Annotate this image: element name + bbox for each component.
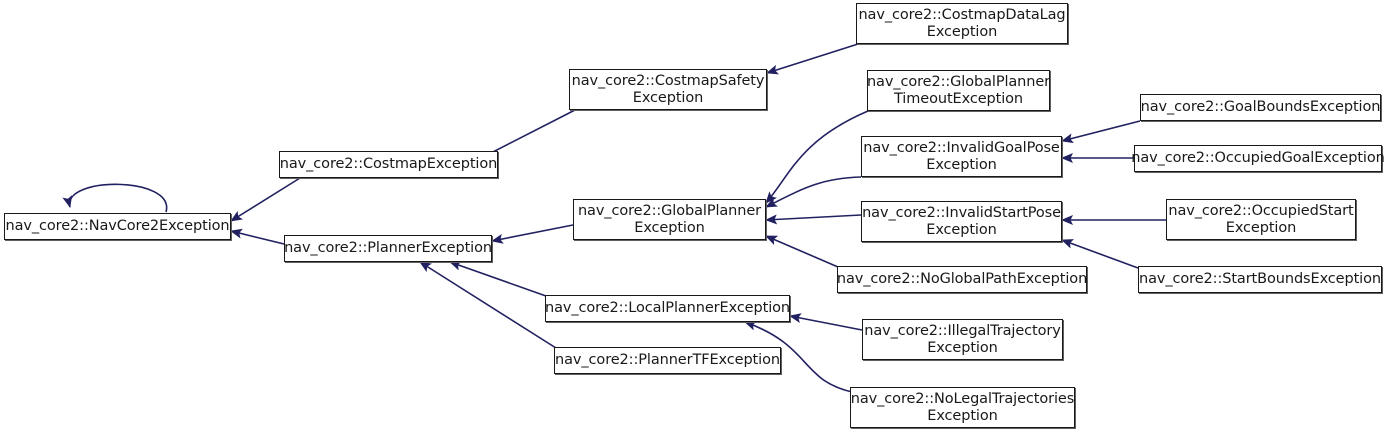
node-localplanner[interactable]: nav_core2::LocalPlannerException: [545, 295, 790, 322]
edge: [744, 321, 853, 393]
node-goalbounds[interactable]: nav_core2::GoalBoundsException: [1140, 94, 1381, 121]
node-globalplannertimeout[interactable]: nav_core2::GlobalPlanner TimeoutExceptio…: [867, 70, 1050, 111]
edge: [62, 183, 168, 213]
edge: [765, 110, 869, 204]
edge: [230, 228, 285, 245]
edge: [765, 235, 839, 268]
edge: [449, 260, 547, 297]
node-startbounds[interactable]: nav_core2::StartBoundsException: [1138, 266, 1382, 293]
node-invalidgoalpose[interactable]: nav_core2::InvalidGoalPose Exception: [861, 136, 1062, 177]
edge: [419, 261, 557, 349]
node-navcore2[interactable]: nav_core2::NavCore2Exception: [4, 213, 231, 240]
edge: [1061, 120, 1141, 144]
node-costmap[interactable]: nav_core2::CostmapException: [279, 151, 498, 178]
edge: [766, 43, 859, 75]
edge: [230, 177, 301, 222]
edge: [765, 176, 862, 208]
node-planner[interactable]: nav_core2::PlannerException: [284, 235, 492, 262]
node-plannertf[interactable]: nav_core2::PlannerTFException: [554, 347, 781, 374]
node-occupiedstart[interactable]: nav_core2::OccupiedStart Exception: [1166, 199, 1356, 240]
edge: [491, 224, 574, 244]
node-costmapdatalag[interactable]: nav_core2::CostmapDataLag Exception: [856, 3, 1068, 44]
node-invalidstartpose[interactable]: nav_core2::InvalidStartPose Exception: [861, 201, 1062, 242]
edge: [1061, 239, 1139, 269]
edge: [765, 214, 862, 225]
node-illegaltrajectory[interactable]: nav_core2::IllegalTrajectory Exception: [862, 319, 1063, 360]
edge: [789, 313, 863, 331]
node-noglobalpath[interactable]: nav_core2::NoGlobalPathException: [837, 266, 1087, 293]
node-costmapsafety[interactable]: nav_core2::CostmapSafety Exception: [569, 69, 767, 110]
node-occupiedgoal[interactable]: nav_core2::OccupiedGoalException: [1131, 145, 1385, 172]
node-nolegaltrajectories[interactable]: nav_core2::NoLegalTrajectories Exception: [850, 387, 1075, 428]
node-globalplanner[interactable]: nav_core2::GlobalPlanner Exception: [573, 199, 766, 240]
